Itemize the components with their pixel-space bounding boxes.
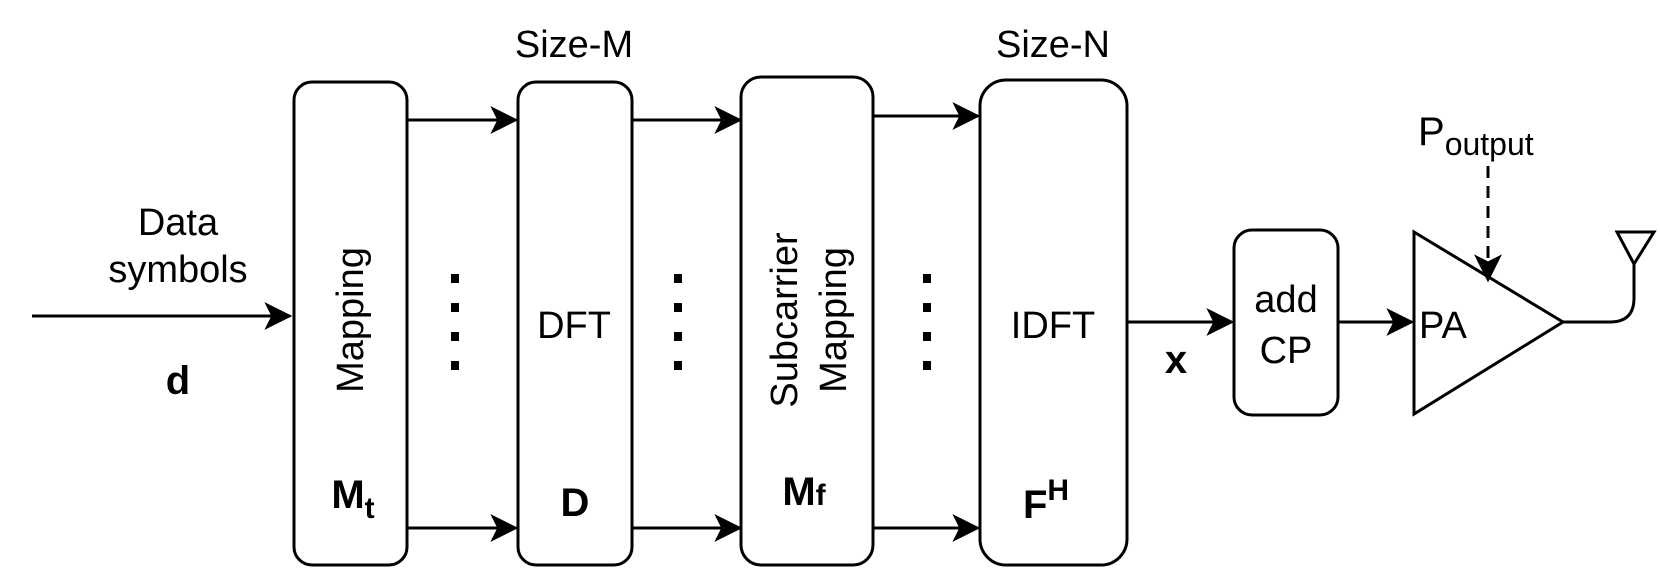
pa-label: PA [1419,305,1468,347]
dft-block: Size-M DFT D [515,24,634,567]
dft-box [516,80,634,567]
antenna-symbol [1614,230,1657,267]
add-cp-label-line1: add [1254,279,1317,321]
dft-size-label: Size-M [515,24,633,66]
mapping-block: Mapping Mt [292,80,409,567]
subcarrier-mapping-box [739,75,875,567]
mapping-box [292,80,409,567]
antenna-feed-line [1563,262,1636,324]
pa-power-label: Poutput [1418,110,1534,162]
subcarrier-mapping-block: Subcarrier Mapping Mf [739,75,875,567]
add-cp-box [1232,228,1340,417]
input-symbol-d: d [166,359,190,403]
mapping-symbol: Mt [331,473,374,525]
antenna-icon [1563,230,1657,324]
mapping-label: Mapping [330,247,372,393]
idft-symbol: FH [1023,474,1069,527]
dft-label: DFT [537,305,611,347]
add-cp-label-line2: CP [1260,330,1313,372]
pa-block: PA Poutput [1412,110,1566,417]
subcarrier-mapping-label-line2: Mapping [813,247,855,393]
input-label-line1: Data [138,202,219,244]
subcarrier-mapping-label-line1: Subcarrier [764,232,806,408]
dft-symbol: D [561,481,590,525]
add-cp-block: add CP [1232,228,1340,417]
signal-x-label: x [1165,338,1187,382]
input-label-line2: symbols [108,249,247,291]
idft-size-label: Size-N [996,24,1110,66]
subcarrier-mapping-symbol: Mf [782,470,826,514]
idft-block: Size-N IDFT FH [978,24,1129,567]
input-group: Data symbols d [32,202,293,403]
idft-label: IDFT [1011,305,1095,347]
